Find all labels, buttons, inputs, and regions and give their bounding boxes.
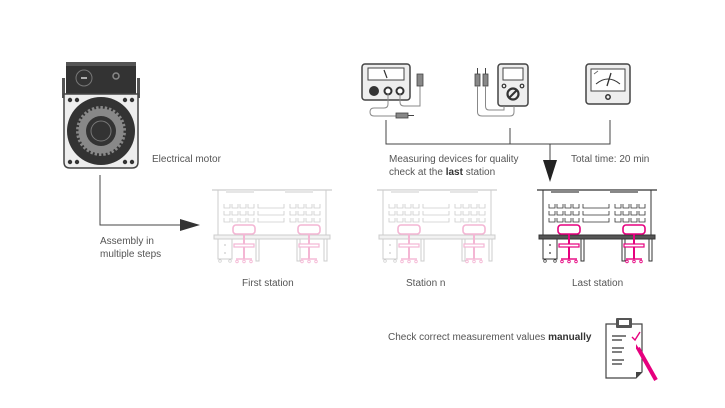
assembly-label-line2: multiple steps xyxy=(100,249,162,260)
station-label-n: Station n xyxy=(406,278,446,289)
measuring-label-line1: Measuring devices for quality xyxy=(389,154,519,165)
manual-check-label: Check correct measurement values manuall… xyxy=(388,332,592,343)
total-time-label: Total time: 20 min xyxy=(571,154,650,165)
down-arrow xyxy=(543,160,557,182)
clipboard-checklist-icon xyxy=(605,318,658,381)
workstation-3 xyxy=(537,189,657,264)
measuring-connector xyxy=(385,120,611,182)
motor-label: Electrical motor xyxy=(152,154,221,165)
measuring-label-line2: check at the last station xyxy=(389,167,496,178)
multimeter-icon xyxy=(474,63,529,117)
assembly-arrow xyxy=(99,175,200,231)
analog-meter-icon xyxy=(361,63,424,119)
station-label-first: First station xyxy=(242,278,294,289)
electrical-motor-icon xyxy=(62,62,140,169)
station-label-last: Last station xyxy=(572,278,624,289)
measuring-label: Measuring devices for quality check at t… xyxy=(389,153,519,179)
voltmeter-icon xyxy=(585,63,631,105)
workstation-1 xyxy=(212,189,332,264)
workstation-2 xyxy=(377,189,497,264)
assembly-label-line1: Assembly in xyxy=(100,236,154,247)
assembly-label: Assembly in multiple steps xyxy=(100,235,161,261)
